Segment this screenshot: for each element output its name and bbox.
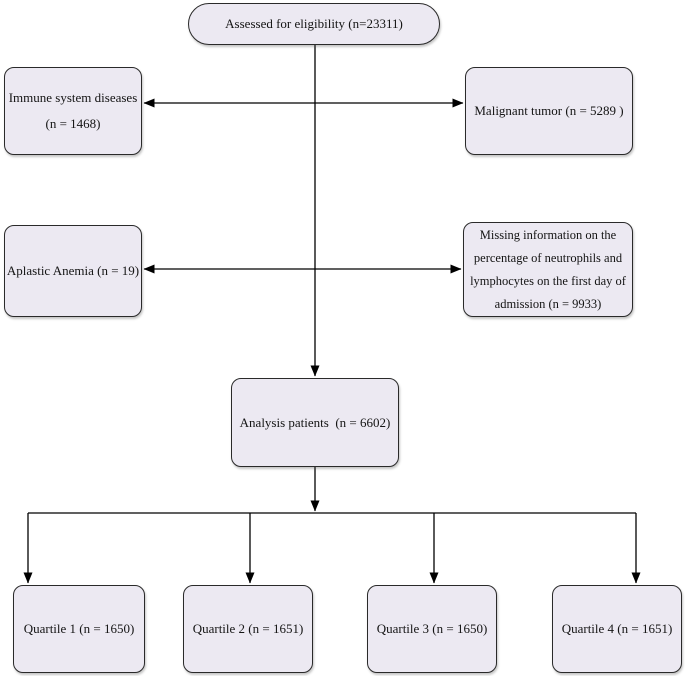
node-aplastic-label: Aplastic Anemia (n = 19) bbox=[6, 263, 140, 278]
node-analysis-label: Analysis patients (n = 6602) bbox=[239, 414, 391, 430]
node-malignant-tumor: Malignant tumor (n = 5289 ) bbox=[465, 67, 633, 155]
node-immune-label-line1: Immune system diseases bbox=[8, 90, 138, 105]
node-quartile2-label: Quartile 2 (n = 1651) bbox=[192, 621, 304, 636]
node-malignant-label: Malignant tumor (n = 5289 ) bbox=[474, 103, 624, 118]
node-missing-information: Missing information on the percentage of… bbox=[463, 222, 633, 317]
node-assessed-eligibility: Assessed for eligibility (n=23311) bbox=[188, 3, 440, 45]
node-quartile-1: Quartile 1 (n = 1650) bbox=[13, 585, 145, 673]
node-quartile4-label: Quartile 4 (n = 1651) bbox=[561, 621, 673, 636]
node-analysis-patients: Analysis patients (n = 6602) bbox=[231, 378, 399, 467]
node-immune-label-line2: (n = 1468) bbox=[45, 116, 101, 131]
node-quartile-4: Quartile 4 (n = 1651) bbox=[552, 585, 682, 673]
node-missing-label-line3: lymphocytes on the first day of bbox=[470, 273, 626, 288]
node-quartile3-label: Quartile 3 (n = 1650) bbox=[376, 621, 488, 636]
node-missing-label-line4: admission (n = 9933) bbox=[494, 296, 602, 311]
node-assessed-label: Assessed for eligibility (n=23311) bbox=[225, 16, 403, 31]
node-quartile-2: Quartile 2 (n = 1651) bbox=[183, 585, 313, 673]
node-immune-system-diseases: Immune system diseases (n = 1468) bbox=[4, 67, 142, 155]
node-missing-label-line2: percentage of neutrophils and bbox=[473, 250, 623, 265]
node-missing-label-line1: Missing information on the bbox=[479, 227, 617, 242]
node-aplastic-anemia: Aplastic Anemia (n = 19) bbox=[4, 225, 142, 317]
node-quartile-3: Quartile 3 (n = 1650) bbox=[367, 585, 497, 673]
node-quartile1-label: Quartile 1 (n = 1650) bbox=[23, 621, 135, 636]
